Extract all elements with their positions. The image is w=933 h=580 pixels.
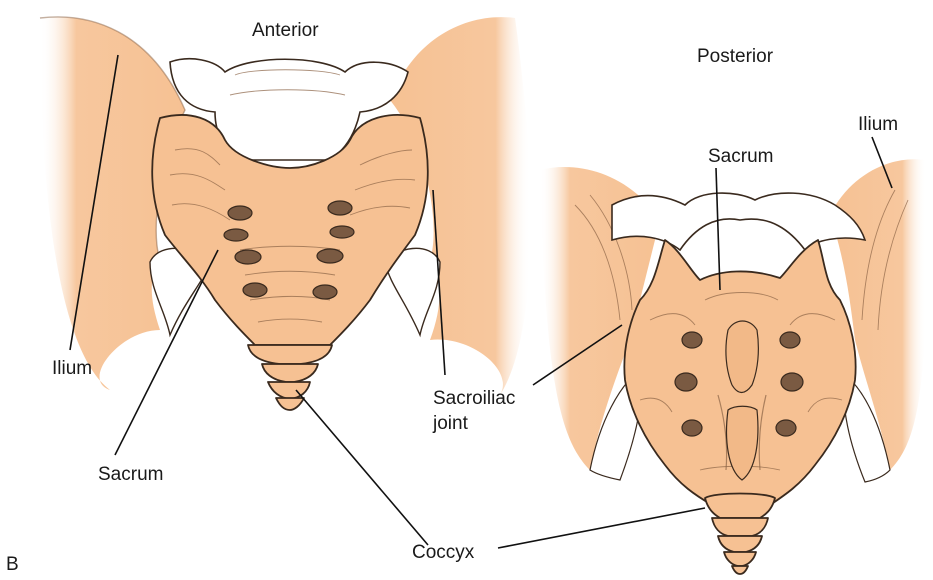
posterior-median-sacral-crest bbox=[726, 321, 758, 393]
label-sacroiliac-line2: joint bbox=[432, 413, 469, 434]
posterior-view bbox=[540, 159, 926, 574]
leader-sacrum-posterior bbox=[716, 168, 720, 290]
label-sacroiliac-line1: Sacroiliac bbox=[433, 388, 515, 409]
label-coccyx: Coccyx bbox=[412, 542, 475, 563]
label-sacrum-anterior: Sacrum bbox=[98, 464, 163, 485]
leader-coccyx-posterior bbox=[498, 508, 705, 548]
anterior-coccyx bbox=[248, 345, 332, 410]
leader-coccyx-anterior bbox=[296, 390, 428, 545]
label-ilium-anterior: Ilium bbox=[52, 358, 92, 379]
posterior-coccyx bbox=[705, 494, 775, 575]
view-title-posterior: Posterior bbox=[697, 46, 774, 67]
anterior-view bbox=[40, 17, 531, 410]
panel-letter: B bbox=[6, 554, 19, 575]
label-ilium-posterior: Ilium bbox=[858, 114, 898, 135]
view-title-anterior: Anterior bbox=[252, 20, 319, 41]
label-sacrum-posterior: Sacrum bbox=[708, 146, 773, 167]
